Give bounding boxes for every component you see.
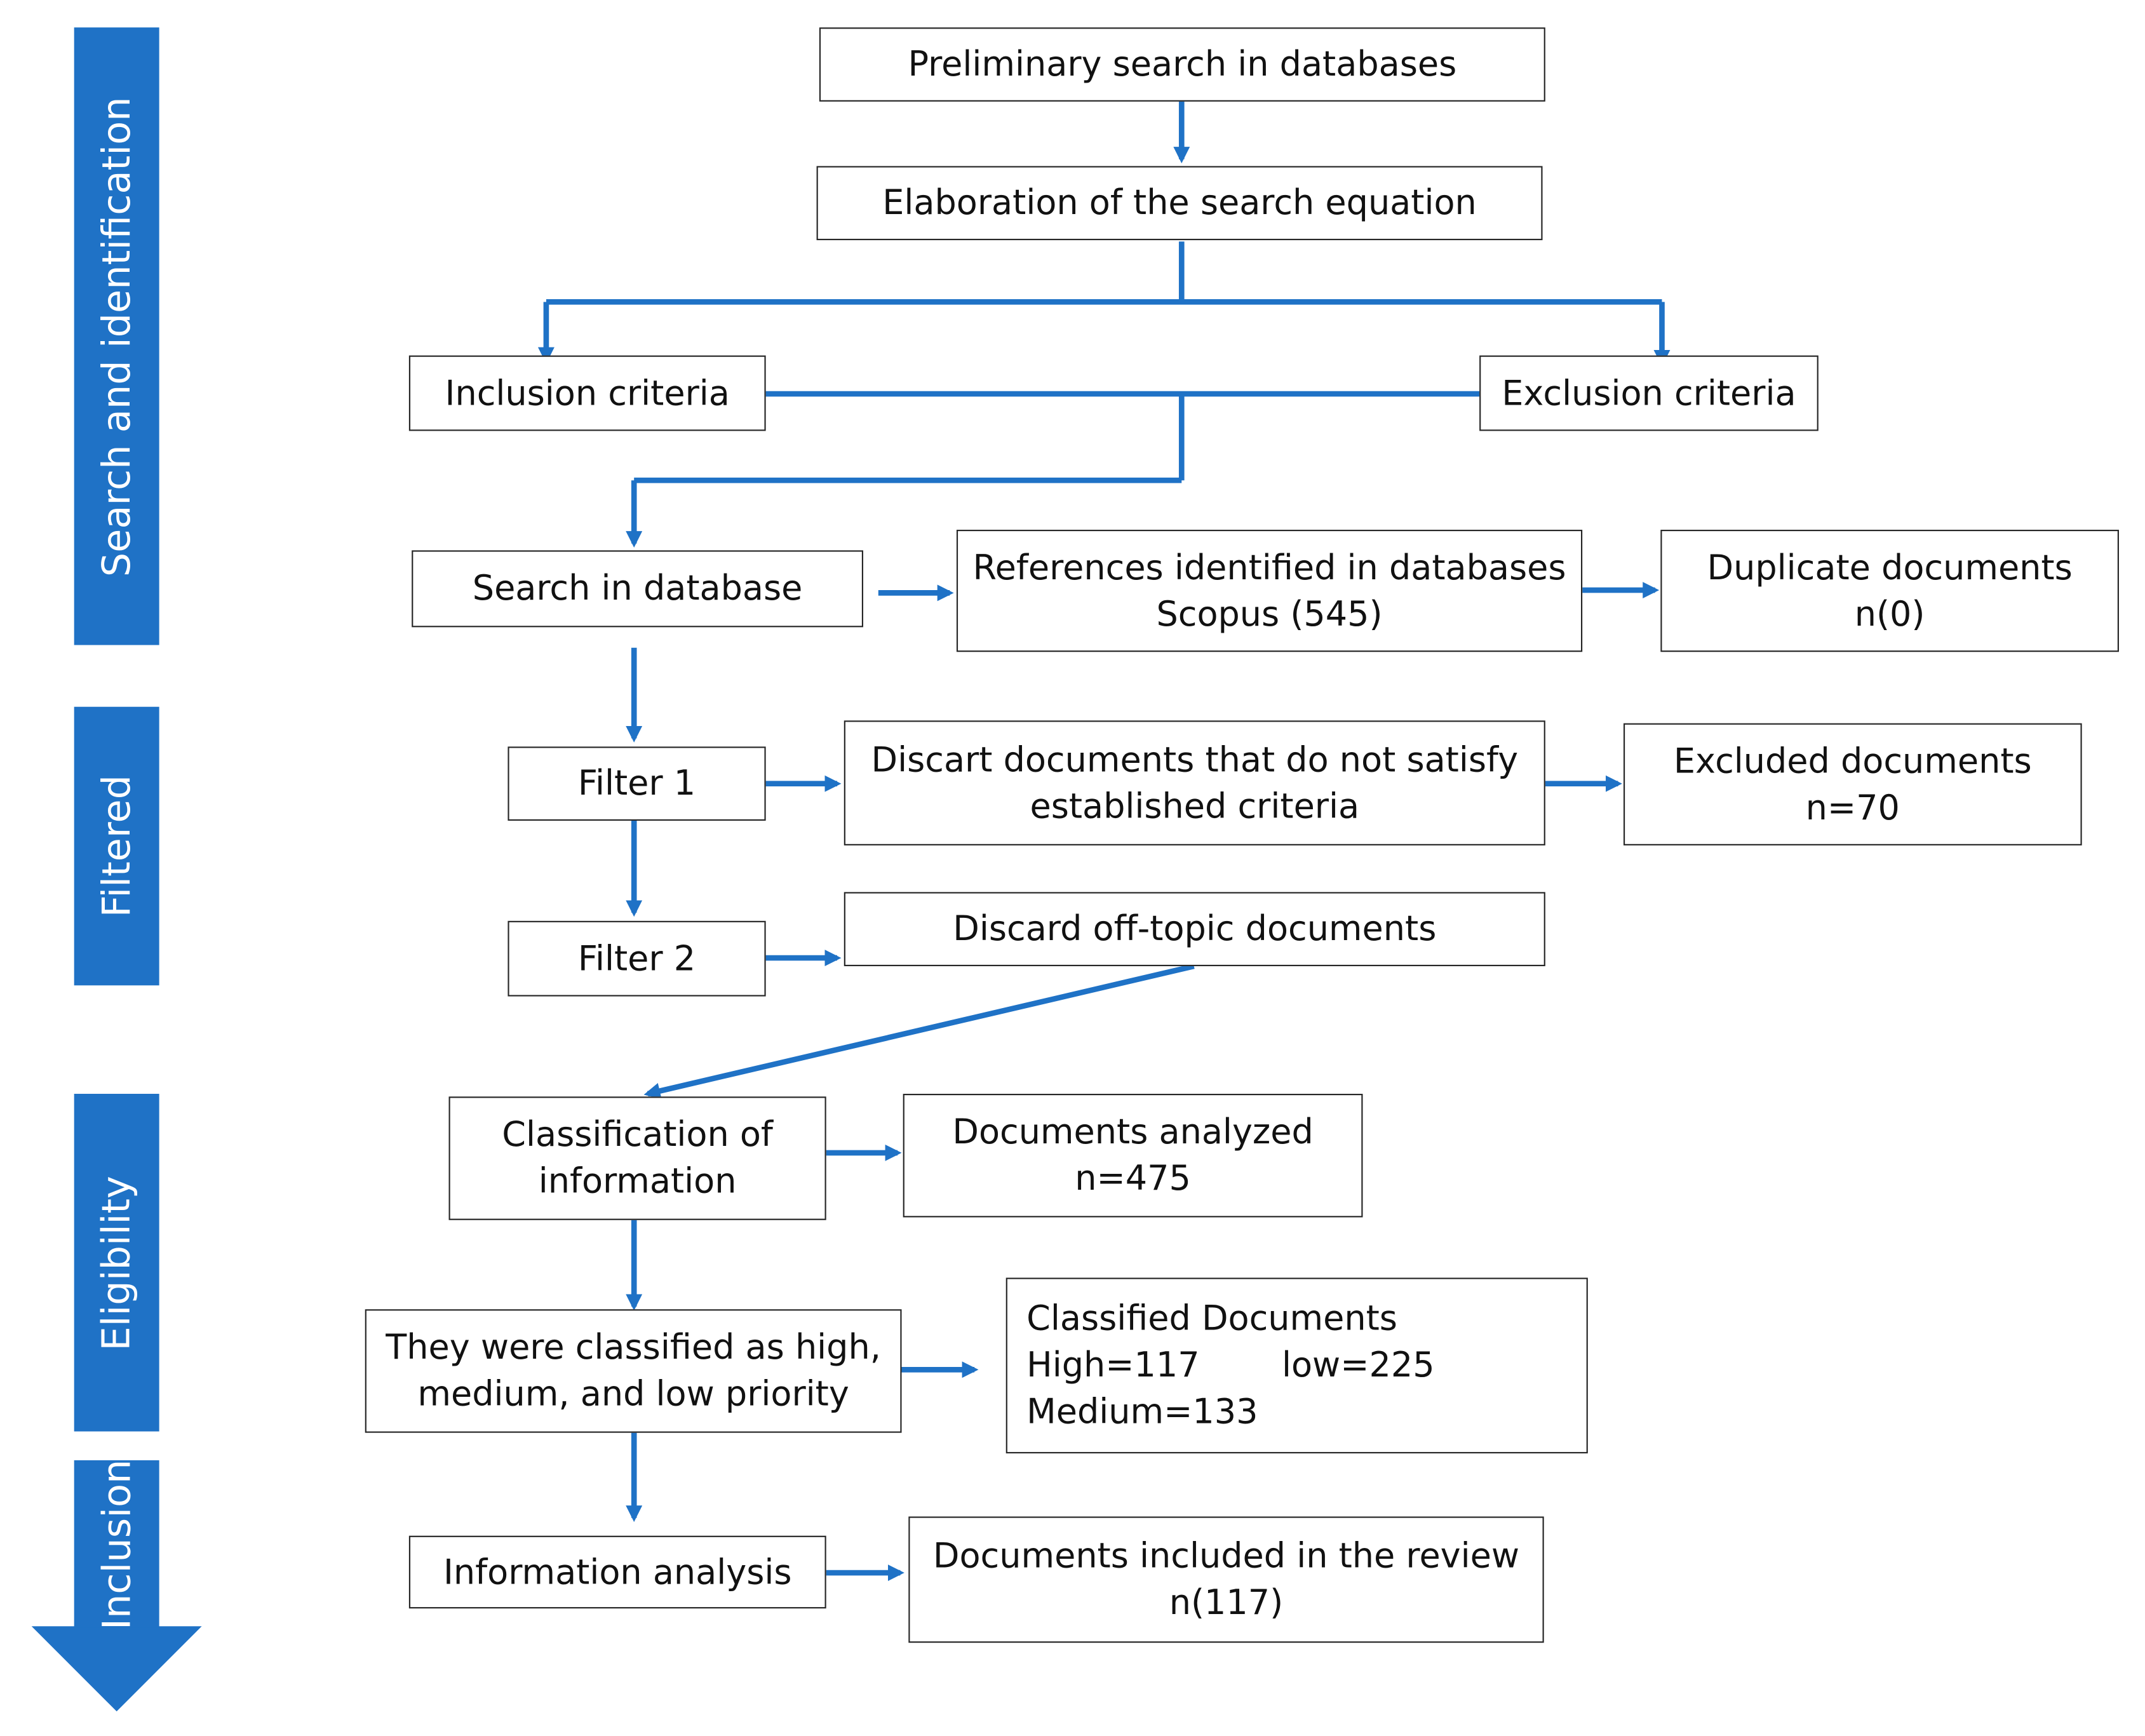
information-analysis-box: Information analysis	[408, 1535, 826, 1609]
excluded-documents-line2: n=70	[1805, 787, 1900, 827]
documents-analyzed-line1: Documents analyzed	[952, 1112, 1314, 1152]
stage-filtered-label: Filtered	[94, 774, 140, 918]
classified-medium-count: Medium=133	[1026, 1391, 1258, 1432]
search-equation-box: Elaboration of the search equation	[816, 166, 1543, 241]
classified-documents-box: Classified Documents High=117 low=225 Me…	[1005, 1277, 1588, 1454]
stage-inclusion: Inclusion	[74, 1458, 159, 1629]
classification-line2: information	[538, 1161, 737, 1201]
documents-analyzed-box: Documents analyzed n=475	[903, 1093, 1363, 1218]
preliminary-search-box: Preliminary search in databases	[819, 27, 1545, 102]
excluded-documents-line1: Excluded documents	[1673, 740, 2032, 781]
stage-search-identification: Search and identification	[74, 27, 159, 645]
inclusion-criteria-box: Inclusion criteria	[408, 355, 766, 431]
classified-high-count: High=117	[1026, 1345, 1200, 1385]
references-identified-line1: References identified in databases	[972, 546, 1566, 587]
stage-eligibility-label: Eligibility	[94, 1175, 140, 1350]
discart-documents-line2: established criteria	[1030, 785, 1360, 826]
search-equation-text: Elaboration of the search equation	[882, 182, 1477, 223]
stage-inclusion-label: Inclusion	[94, 1458, 140, 1629]
inclusion-criteria-text: Inclusion criteria	[445, 372, 730, 413]
duplicate-documents-line1: Duplicate documents	[1707, 546, 2073, 587]
documents-included-line2: n(117)	[1169, 1582, 1284, 1622]
priority-line2: medium, and low priority	[417, 1373, 849, 1414]
filter1-text: Filter 1	[577, 763, 696, 803]
information-analysis-text: Information analysis	[443, 1551, 792, 1592]
classified-documents-counts: High=117 low=225 Medium=133	[1026, 1342, 1434, 1436]
duplicate-documents-line2: n(0)	[1854, 593, 1925, 634]
stage-arrowhead	[31, 1626, 202, 1712]
filter2-text: Filter 2	[577, 938, 696, 978]
classified-documents-title: Classified Documents	[1026, 1298, 1397, 1338]
exclusion-criteria-box: Exclusion criteria	[1479, 355, 1819, 431]
discard-offtopic-box: Discard off-topic documents	[844, 892, 1545, 967]
documents-analyzed-line2: n=475	[1075, 1158, 1191, 1199]
classified-low-count: low=225	[1282, 1345, 1435, 1385]
duplicate-documents-box: Duplicate documents n(0)	[1660, 529, 2119, 652]
search-database-text: Search in database	[472, 568, 803, 609]
excluded-documents-box: Excluded documents n=70	[1623, 723, 2082, 845]
references-identified-box: References identified in databases Scopu…	[956, 529, 1583, 652]
classification-box: Classification of information	[448, 1096, 826, 1220]
priority-line1: They were classified as high,	[386, 1327, 881, 1367]
search-database-box: Search in database	[412, 550, 864, 628]
stage-search-label: Search and identification	[94, 96, 140, 577]
references-identified-line2: Scopus (545)	[1156, 593, 1383, 634]
documents-included-box: Documents included in the review n(117)	[908, 1516, 1544, 1643]
stage-eligibility: Eligibility	[74, 1093, 159, 1432]
discart-documents-line1: Discart documents that do not satisfy	[871, 739, 1519, 779]
discart-documents-box: Discart documents that do not satisfy es…	[844, 720, 1545, 845]
discard-offtopic-text: Discard off-topic documents	[953, 908, 1437, 948]
priority-box: They were classified as high, medium, an…	[365, 1309, 902, 1433]
documents-included-line1: Documents included in the review	[932, 1535, 1520, 1576]
preliminary-search-text: Preliminary search in databases	[908, 44, 1457, 84]
filter1-box: Filter 1	[508, 746, 766, 821]
arrow-offtopic-to-classification	[643, 963, 1195, 1100]
exclusion-criteria-text: Exclusion criteria	[1502, 372, 1796, 413]
filter2-box: Filter 2	[508, 920, 766, 997]
stage-filtered: Filtered	[74, 706, 159, 986]
classification-line1: Classification of	[502, 1114, 773, 1155]
